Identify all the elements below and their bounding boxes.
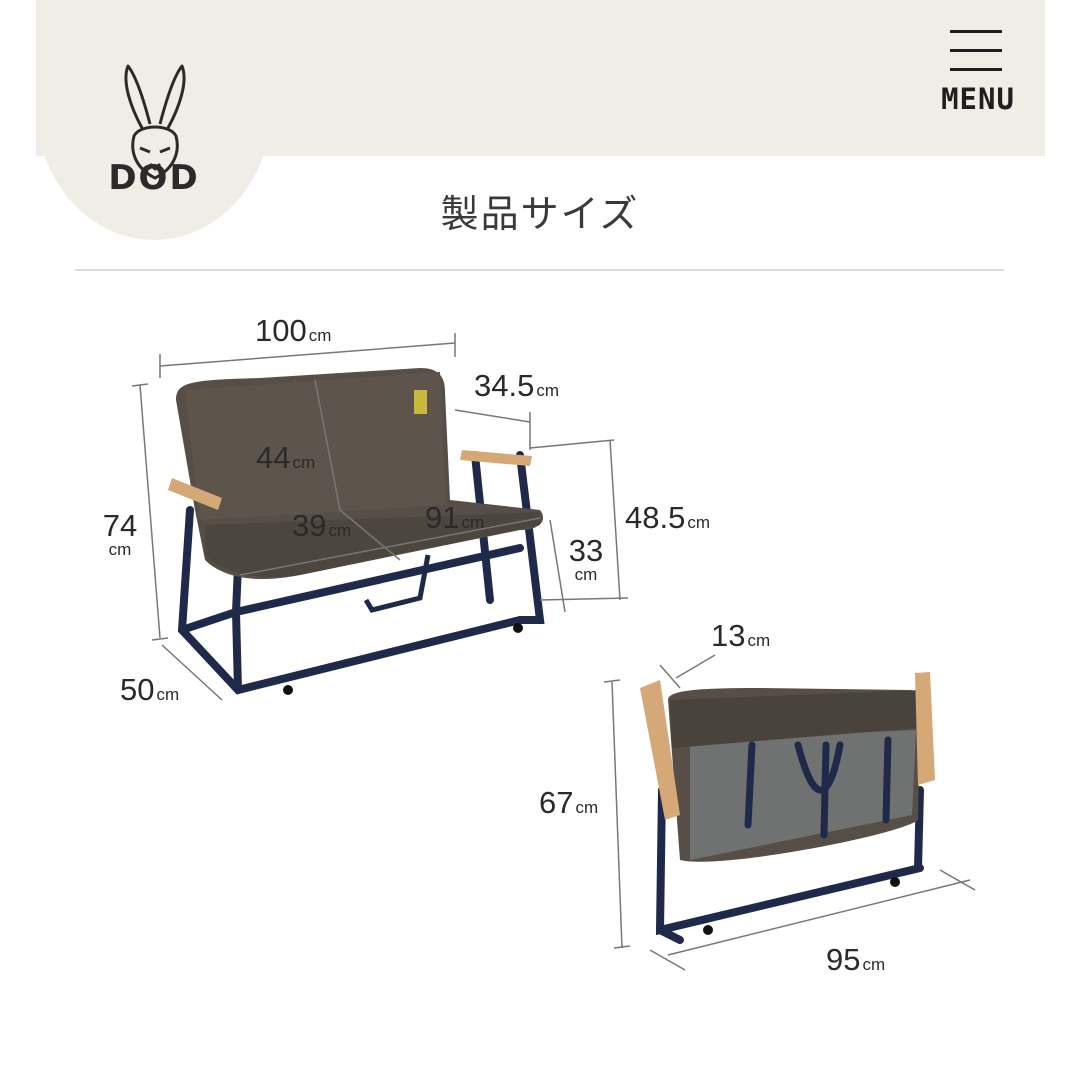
bench-folded-illustration <box>640 672 935 944</box>
hamburger-icon[interactable] <box>950 30 1002 72</box>
divider <box>75 269 1004 271</box>
brand-logo-text[interactable]: DOD <box>108 158 200 198</box>
bench-open-illustration <box>168 368 545 695</box>
page-title: 製品サイズ <box>440 192 640 236</box>
menu-button[interactable]: MENU <box>930 24 1026 124</box>
menu-label[interactable]: MENU <box>941 82 1015 116</box>
rabbit-logo-icon[interactable] <box>100 36 210 206</box>
